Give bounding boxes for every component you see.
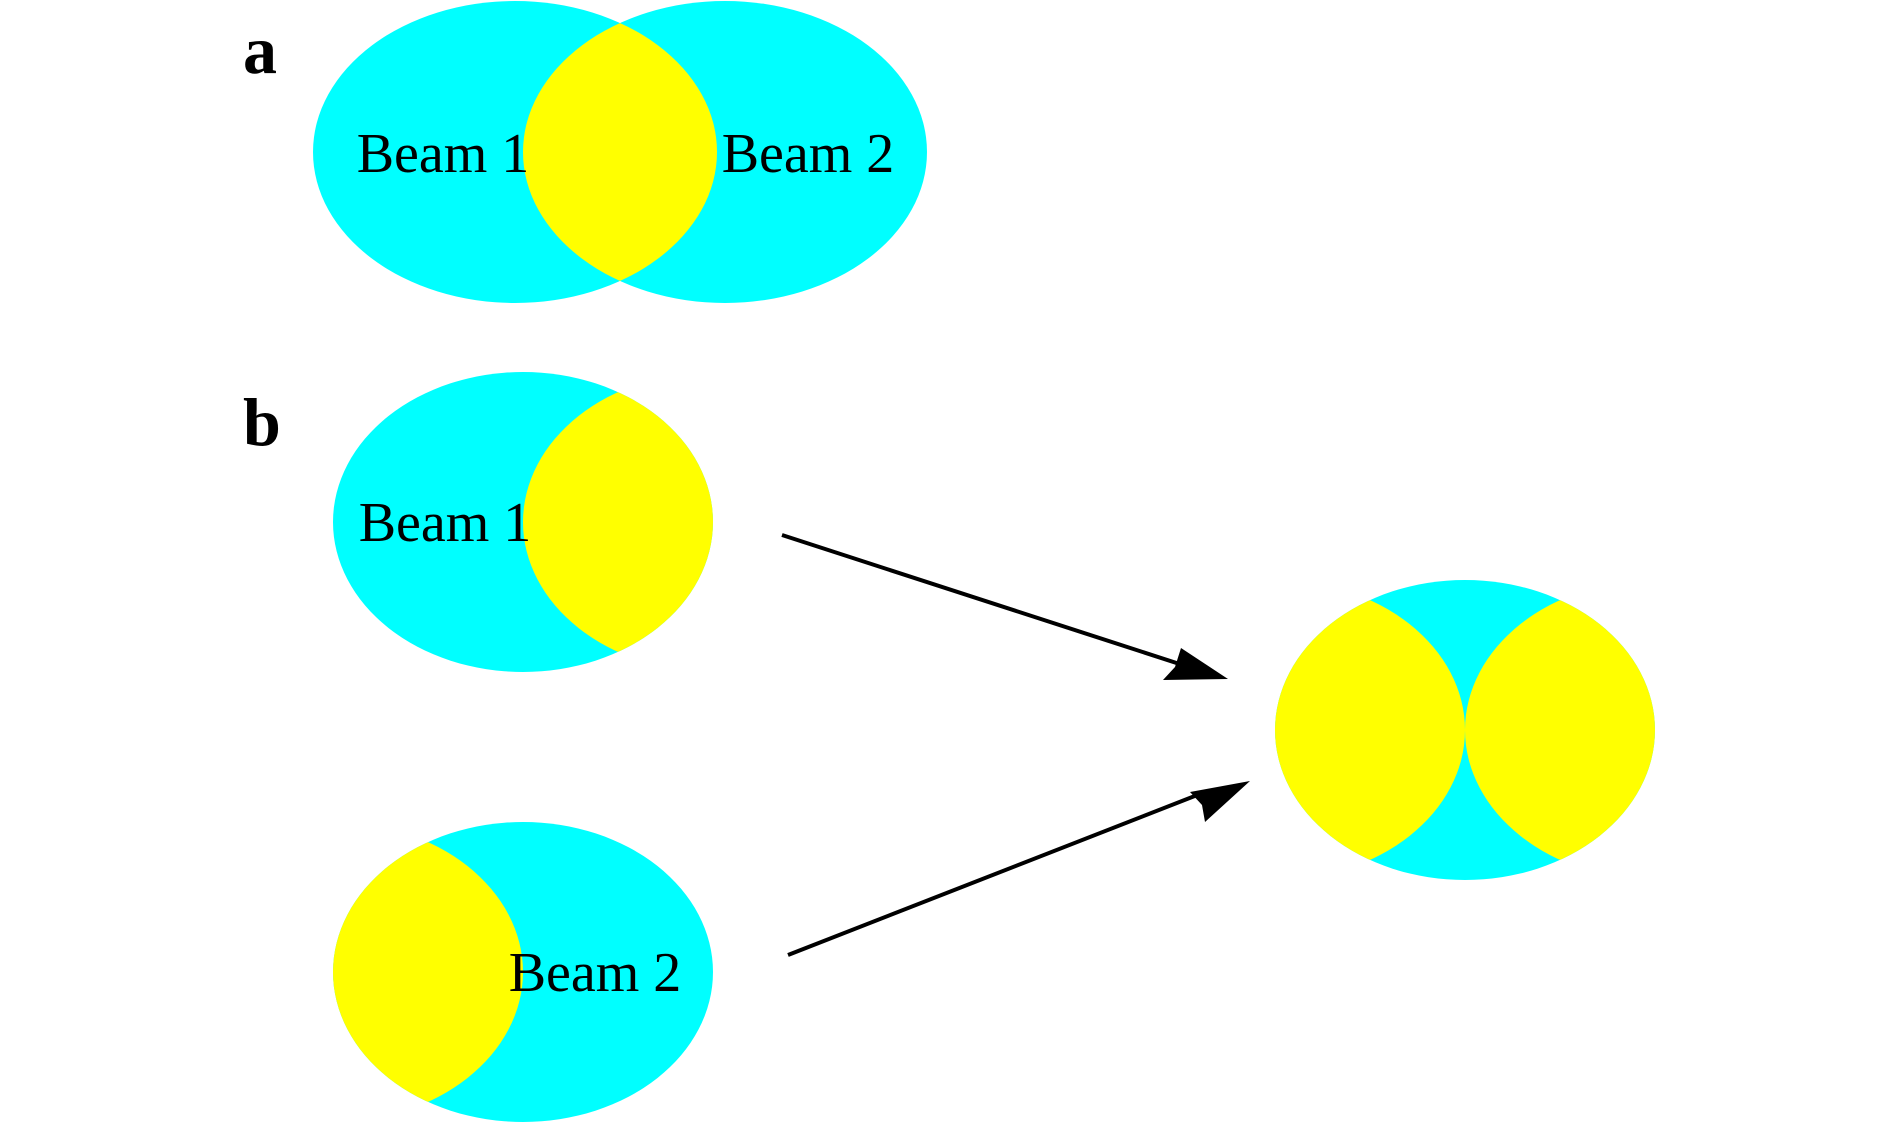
panel-b-beam-2 (333, 822, 713, 1122)
arrow-beam-2-to-combined (787, 781, 1250, 957)
panel-b-beam-1-label: Beam 1 (359, 492, 532, 554)
arrow-beam-1-to-combined (781, 533, 1228, 680)
panel-a-label: a (243, 12, 277, 88)
panel-a-overlap (523, 1, 717, 303)
panel-b-label: b (243, 384, 281, 460)
panel-a-beam-2-label: Beam 2 (722, 123, 895, 185)
panel-a-beam-1-label: Beam 1 (357, 123, 530, 185)
panel-b-beam-2-label: Beam 2 (509, 942, 682, 1004)
panel-a-beams (313, 1, 927, 303)
panel-b-beam-1 (333, 372, 713, 672)
panel-b-combined-beam (1275, 580, 1655, 880)
